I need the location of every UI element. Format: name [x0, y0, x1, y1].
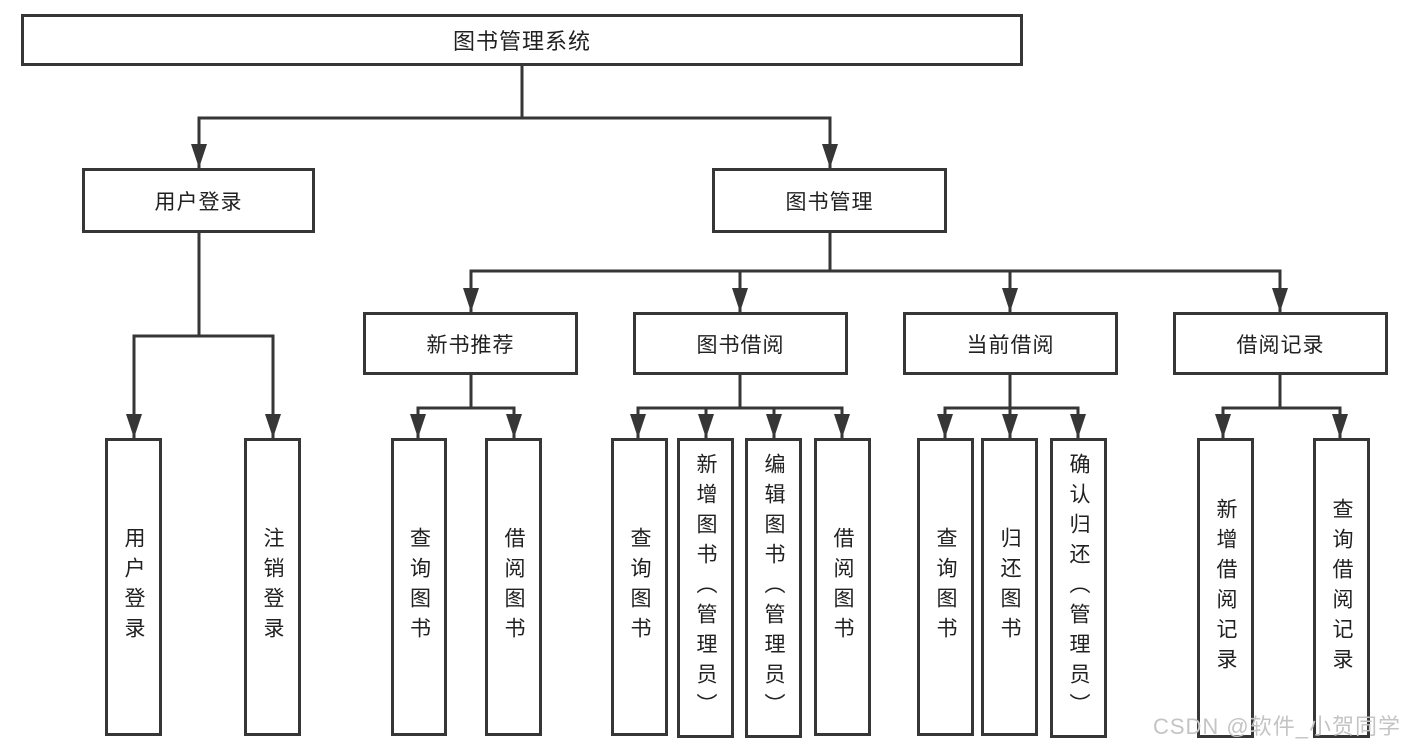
leaf-query-borrow-record-label: 查询借阅记录: [1330, 498, 1353, 678]
leaf-add-books-admin: 新增图书（管理员）: [677, 438, 734, 738]
leaf-query-borrow-record: 查询借阅记录: [1313, 438, 1370, 738]
leaf-edit-books-admin: 编辑图书（管理员）: [745, 438, 802, 738]
leaf-query-books-borrow: 查询图书: [611, 438, 668, 736]
leaf-borrow-books: 借阅图书: [814, 438, 871, 736]
leaf-query-books-recommend: 查询图书: [391, 438, 447, 736]
leaf-query-books-recommend-label: 查询图书: [407, 527, 431, 647]
node-new-book-recommend-label: 新书推荐: [426, 333, 515, 357]
leaf-borrow-books-recommend: 借阅图书: [485, 438, 542, 736]
leaf-borrow-books-recommend-label: 借阅图书: [502, 527, 525, 647]
node-current-borrow-label: 当前借阅: [966, 333, 1055, 357]
leaf-edit-books-admin-label: 编辑图书（管理员）: [762, 453, 785, 723]
node-new-book-recommend: 新书推荐: [363, 312, 578, 375]
node-book-management: 图书管理: [712, 168, 947, 233]
node-user-login: 用户登录: [82, 168, 315, 233]
leaf-logout-label: 注销登录: [261, 527, 284, 647]
node-borrow-records-label: 借阅记录: [1236, 333, 1325, 357]
node-book-borrow-label: 图书借阅: [696, 333, 785, 357]
leaf-query-books-current-label: 查询图书: [934, 527, 957, 647]
leaf-user-login: 用户登录: [105, 438, 162, 736]
node-user-login-label: 用户登录: [154, 190, 243, 214]
leaf-add-books-admin-label: 新增图书（管理员）: [694, 453, 717, 723]
leaf-borrow-books-label: 借阅图书: [831, 527, 854, 647]
watermark-text: CSDN @软件_小贺同学: [1152, 714, 1401, 739]
node-root-label: 图书管理系统: [452, 29, 591, 54]
node-book-management-label: 图书管理: [785, 190, 874, 214]
leaf-query-books-borrow-label: 查询图书: [628, 527, 651, 647]
leaf-add-borrow-record: 新增借阅记录: [1197, 438, 1254, 738]
leaf-confirm-return-admin-label: 确认归还（管理员）: [1067, 453, 1090, 723]
leaf-logout: 注销登录: [244, 438, 301, 736]
leaf-user-login-label: 用户登录: [122, 527, 145, 647]
leaf-return-books: 归还图书: [981, 438, 1038, 736]
leaf-confirm-return-admin: 确认归还（管理员）: [1050, 438, 1107, 738]
leaf-query-books-current: 查询图书: [917, 438, 974, 736]
node-borrow-records: 借阅记录: [1173, 312, 1388, 375]
node-book-borrow: 图书借阅: [633, 312, 848, 375]
node-root: 图书管理系统: [21, 14, 1023, 66]
leaf-return-books-label: 归还图书: [998, 527, 1021, 647]
leaf-add-borrow-record-label: 新增借阅记录: [1214, 498, 1237, 678]
node-current-borrow: 当前借阅: [903, 312, 1118, 375]
